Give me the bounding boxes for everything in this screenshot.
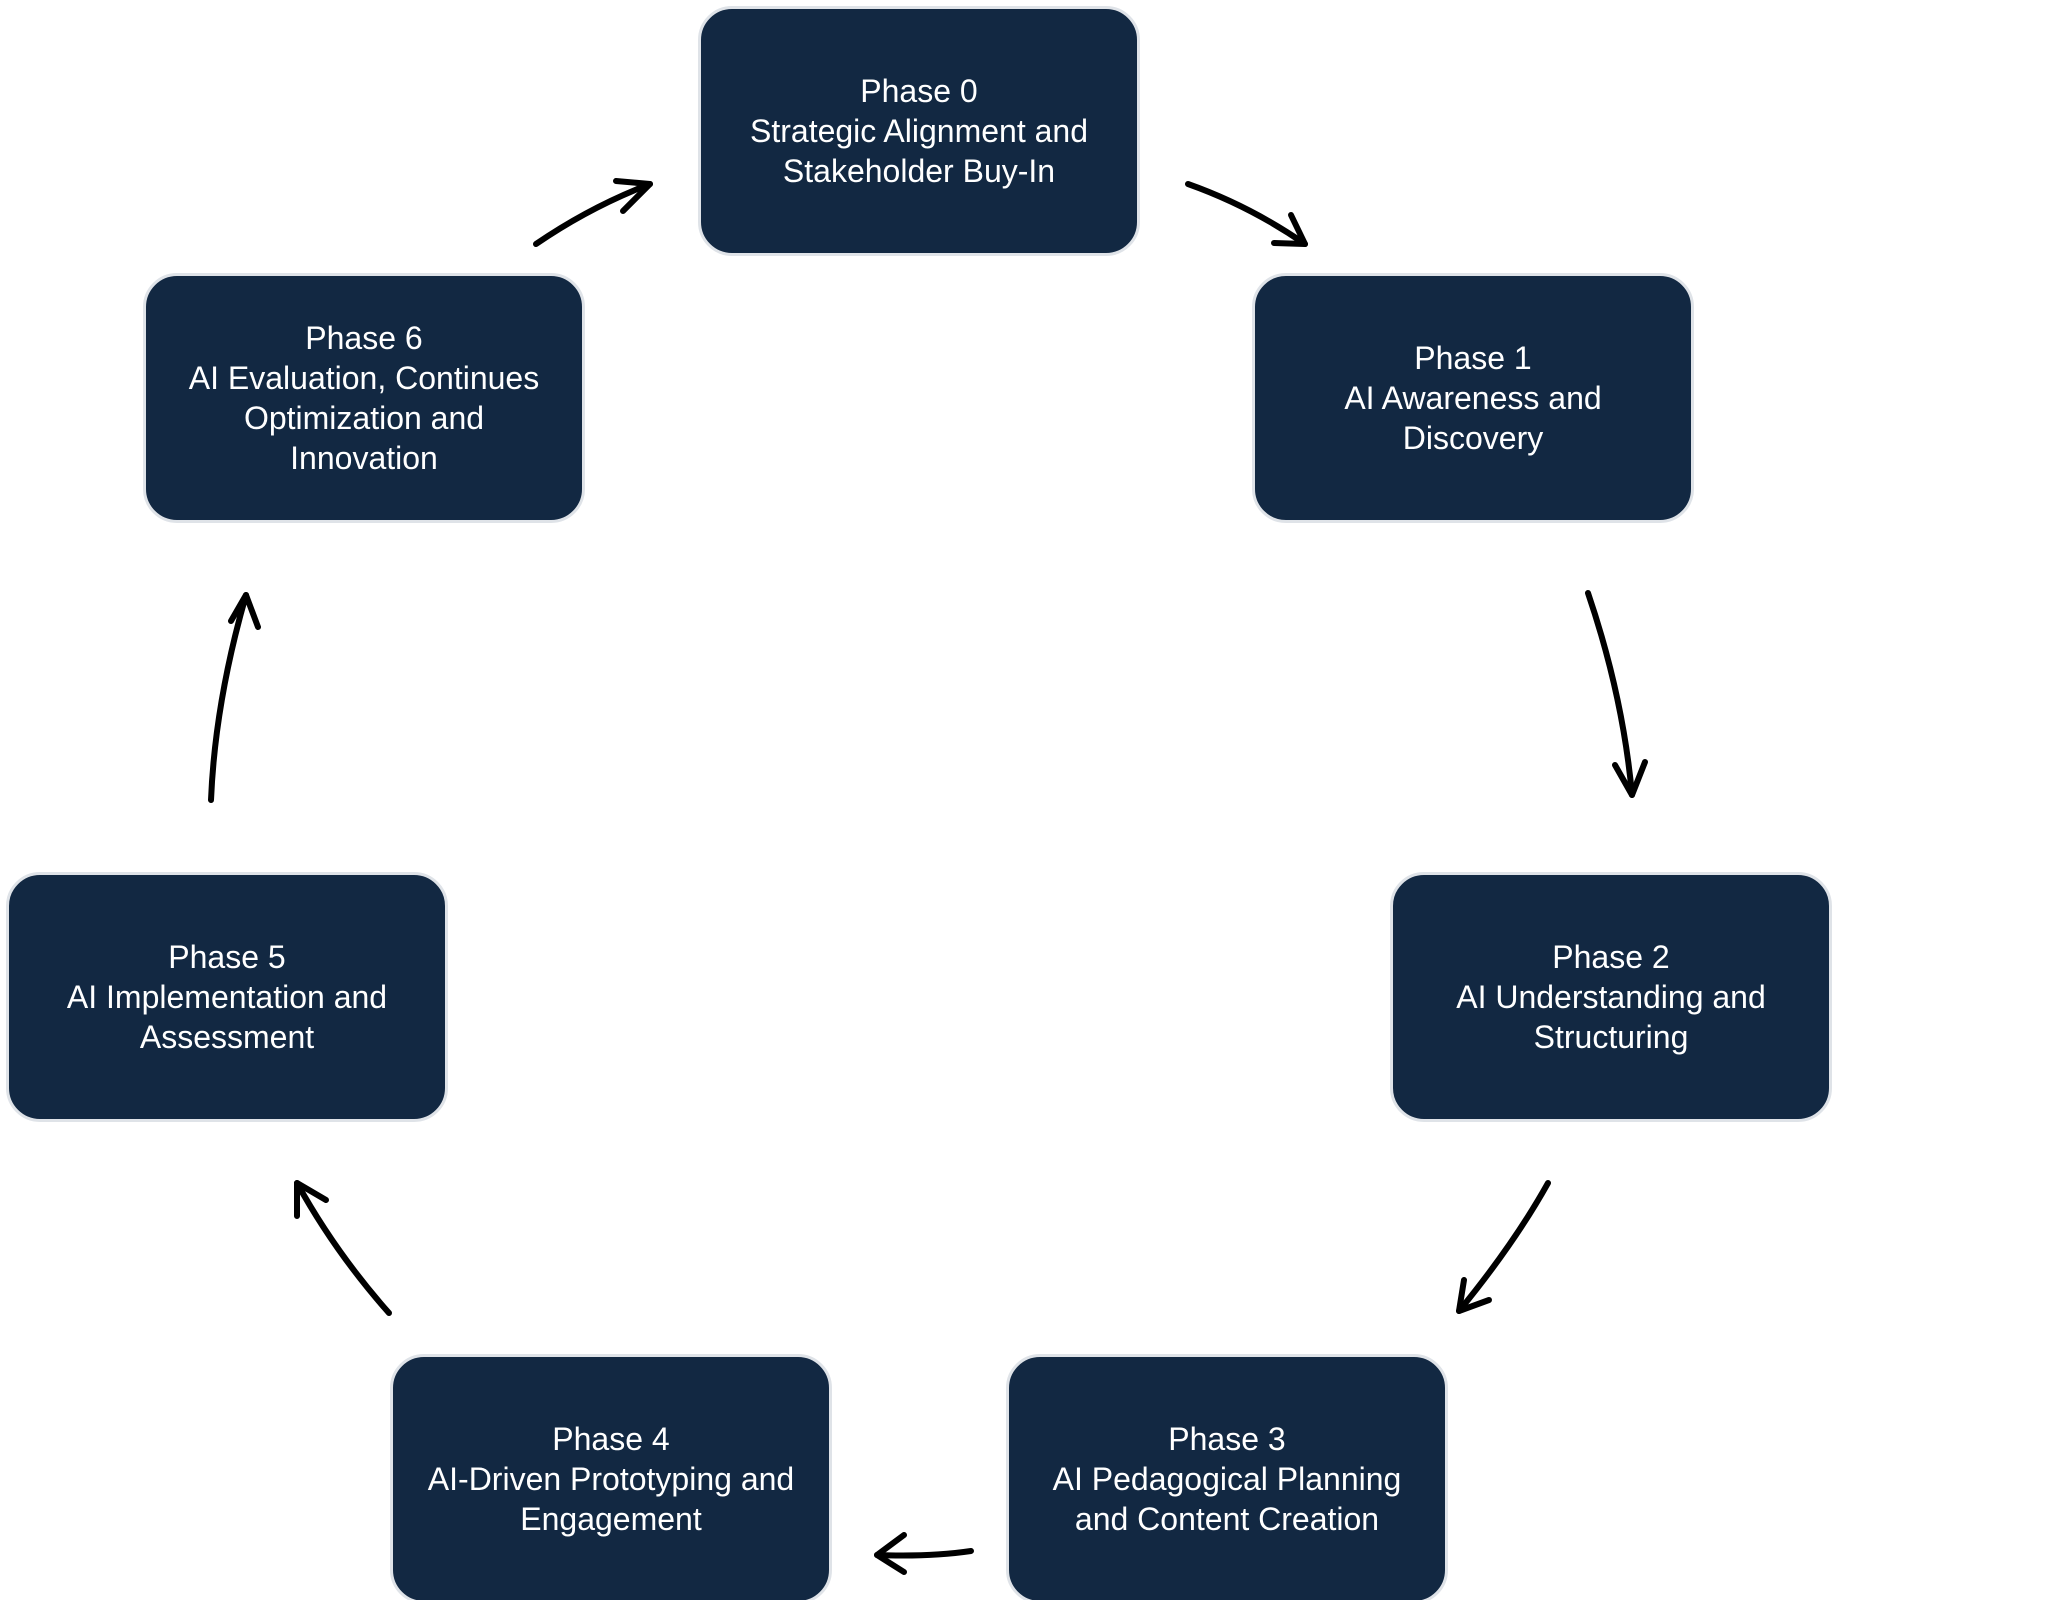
phase-2-line-1: AI Understanding and [1456, 979, 1766, 1015]
phase-0-title: Phase 0 [860, 73, 978, 109]
phase-1-title: Phase 1 [1414, 340, 1532, 376]
phase-0-box: Phase 0 Strategic Alignment and Stakehol… [698, 6, 1140, 256]
phase-6-line-2: Optimization and [243, 400, 485, 436]
phase-5-line-1: AI Implementation and [66, 979, 388, 1015]
phase-0-line-1: Strategic Alignment and [750, 113, 1088, 149]
arrow-phase3-to-phase4 [874, 1532, 974, 1575]
phase-3-line-1: AI Pedagogical Planning [1052, 1461, 1402, 1497]
phase-3-title: Phase 3 [1168, 1421, 1286, 1457]
phase-6-box: Phase 6 AI Evaluation, Continues Optimiz… [143, 273, 585, 523]
phase-6-title: Phase 6 [305, 320, 423, 356]
phase-5-title: Phase 5 [168, 939, 286, 975]
phase-1-box: Phase 1 AI Awareness and Discovery [1252, 273, 1694, 523]
arrow-phase6-to-phase0 [533, 178, 653, 247]
phase-5-line-2: Assessment [139, 1019, 315, 1055]
arrow-phase4-to-phase5 [294, 1180, 392, 1316]
phase-1-line-2: Discovery [1402, 420, 1544, 456]
phase-1-line-1: AI Awareness and [1344, 380, 1602, 416]
arrow-phase5-to-phase6 [208, 592, 261, 803]
phase-5-box: Phase 5 AI Implementation and Assessment [6, 872, 448, 1122]
phase-4-box: Phase 4 AI-Driven Prototyping and Engage… [390, 1354, 832, 1600]
phase-4-line-1: AI-Driven Prototyping and [427, 1461, 795, 1497]
phase-3-box: Phase 3 AI Pedagogical Planning and Cont… [1006, 1354, 1448, 1600]
phase-3-line-2: and Content Creation [1074, 1501, 1380, 1537]
arrow-phase0-to-phase1 [1185, 181, 1308, 247]
arrow-phase1-to-phase2 [1585, 590, 1648, 798]
phase-4-line-2: Engagement [520, 1501, 702, 1537]
phase-2-box: Phase 2 AI Understanding and Structuring [1390, 872, 1832, 1122]
phase-6-line-3: Innovation [290, 440, 438, 476]
phase-0-line-2: Stakeholder Buy-In [782, 153, 1056, 189]
phase-6-line-1: AI Evaluation, Continues [188, 360, 540, 396]
phase-4-title: Phase 4 [552, 1421, 670, 1457]
arrow-phase2-to-phase3 [1456, 1180, 1551, 1314]
phase-2-title: Phase 2 [1552, 939, 1670, 975]
phase-2-line-2: Structuring [1533, 1019, 1689, 1055]
